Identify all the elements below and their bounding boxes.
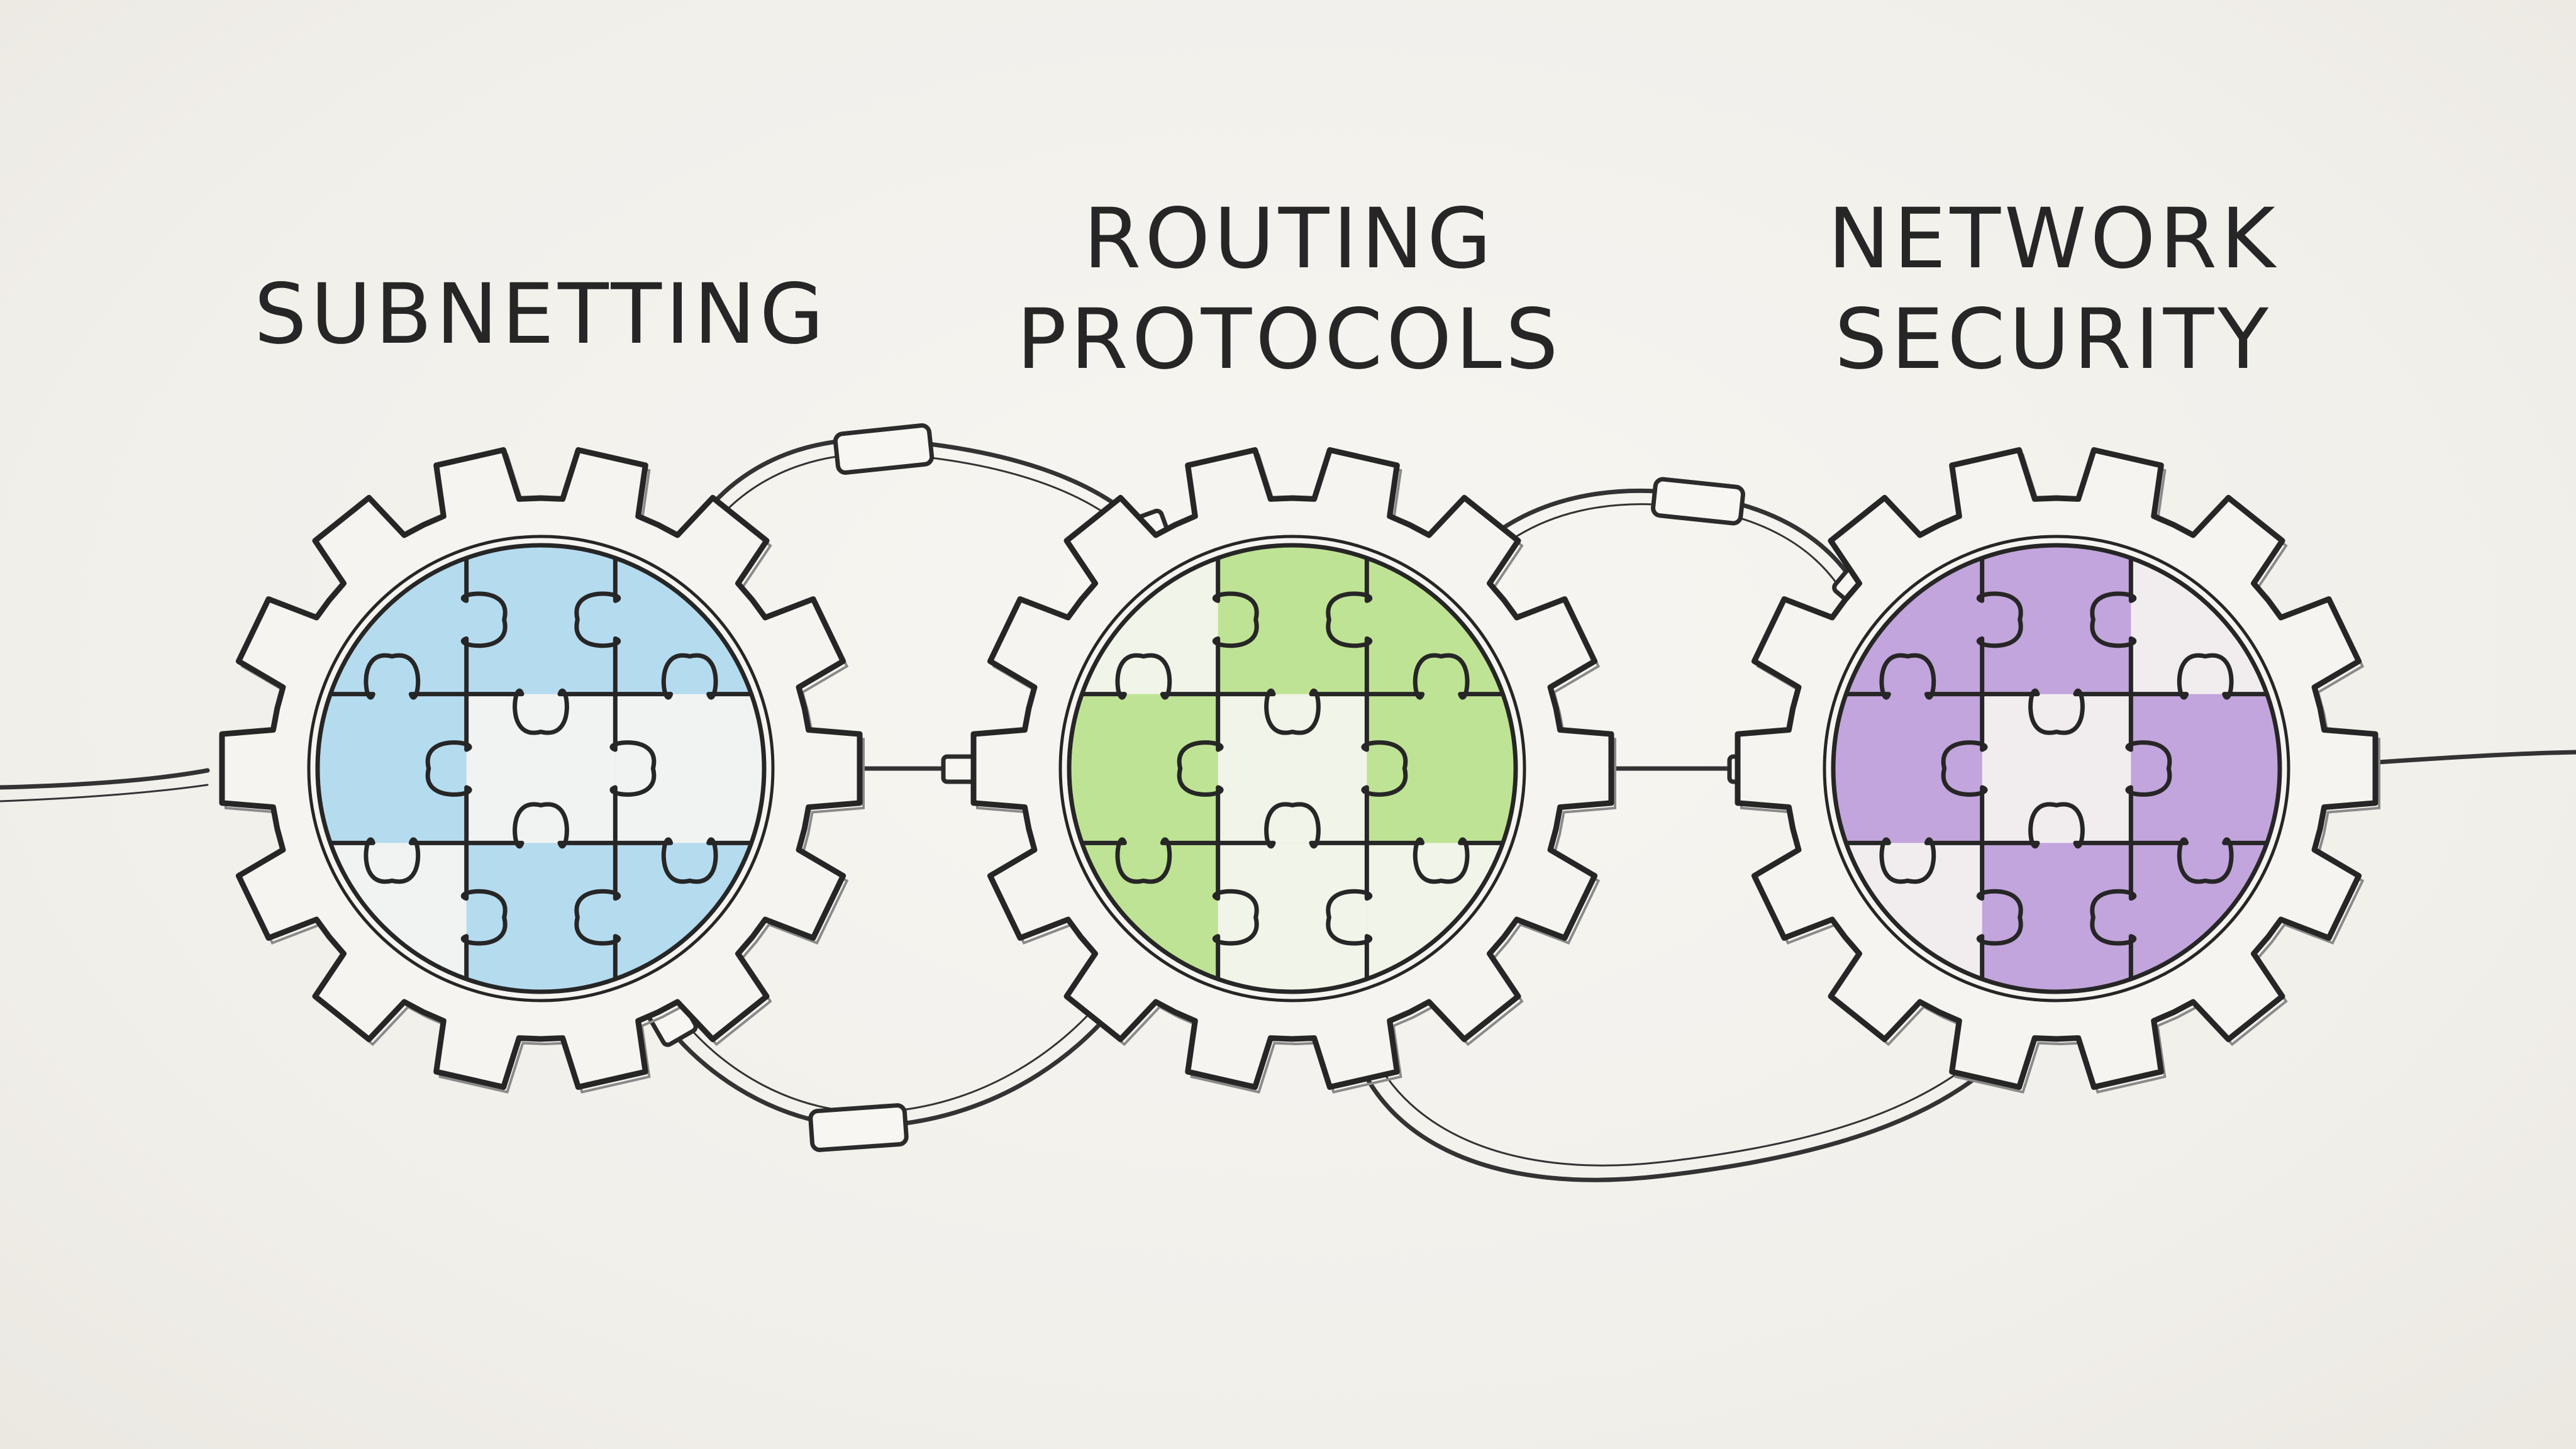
puzzle-disc-outline (315, 543, 767, 994)
cable-left-incoming (0, 768, 210, 790)
cable-left-incoming-shadow (0, 784, 209, 802)
connector-top-left (833, 423, 935, 475)
gear-routing-protocols (970, 447, 1616, 1094)
puzzle-disc (318, 545, 764, 992)
gear-inner-rim (1058, 535, 1526, 1002)
label-routing: ROUTING (1084, 191, 1496, 287)
gear-network-security (1735, 447, 2380, 1094)
puzzle-piece-icon (318, 545, 764, 992)
labels: SUBNETTING ROUTING PROTOCOLS NETWORK SEC… (254, 191, 2279, 388)
label-network: NETWORK (1828, 191, 2279, 287)
puzzle-piece-icon (1833, 545, 2280, 992)
puzzle-disc-outline (1831, 543, 2282, 994)
label-subnetting: SUBNETTING (254, 266, 828, 363)
gear-subnetting (219, 447, 865, 1094)
puzzle-disc-outline (1067, 543, 1518, 994)
connector-top-right (1651, 477, 1745, 526)
puzzle-disc (1833, 545, 2280, 992)
puzzle-piece-icon (1069, 545, 1516, 992)
gears (219, 447, 2380, 1094)
cable-gear2-to-gear3-bottom-arc (1350, 1035, 2021, 1182)
label-security: SECURITY (1835, 291, 2272, 388)
gear-inner-rim (1823, 535, 2290, 1002)
cable-gear2-to-gear3-bottom-arc-inner (1365, 1030, 2006, 1167)
puzzle-disc (1069, 545, 1516, 992)
cable-right-outgoing (2375, 750, 2576, 765)
gear-inner-rim (307, 535, 775, 1002)
label-protocols: PROTOCOLS (1016, 291, 1562, 388)
connector-bottom-left (808, 1103, 909, 1152)
